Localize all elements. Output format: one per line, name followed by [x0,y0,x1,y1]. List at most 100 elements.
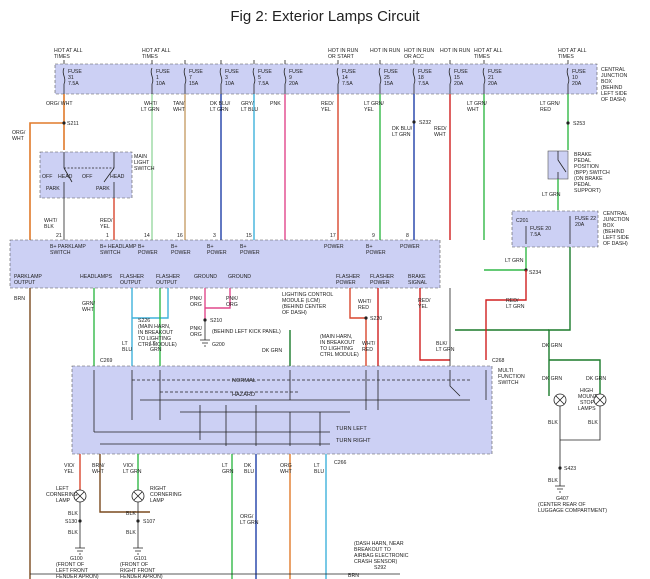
svg-text:BLK: BLK [126,530,136,536]
fuse-number: 10 [572,75,578,81]
svg-text:C266: C266 [334,460,347,466]
lcm-input-label: B+ [207,244,214,250]
svg-text:ORG/: ORG/ [240,514,254,520]
multi-function-switch-label: MULTI FUNCTION SWITCH [498,368,525,386]
fuse-rating: 20A [454,81,464,87]
svg-text:GRN: GRN [222,469,234,475]
svg-text:LEFT SIDE: LEFT SIDE [603,235,630,241]
svg-text:BREAKOUT TO: BREAKOUT TO [354,547,391,553]
fuse-20: FUSE 20 7.5A [525,226,551,244]
fuse-label: FUSE [488,69,502,75]
fuse-rating: 20A [289,81,299,87]
svg-text:C269: C269 [100,358,113,364]
svg-text:LT GRN: LT GRN [506,304,525,310]
fuse-rating: 10A [156,81,166,87]
svg-text:TAN/: TAN/ [173,101,185,107]
right-cornering-lamp: RIGHT CORNERING LAMP [131,486,182,504]
fuse-label: FUSE [384,69,398,75]
svg-text:BLK: BLK [44,224,54,230]
lcm-output-label: BRAKE [408,274,426,280]
svg-text:7.5A: 7.5A [530,232,541,238]
wire-org-wht: ORG/ WHT ORG/ WHT S211 [12,94,79,240]
svg-text:WHT/: WHT/ [44,218,58,224]
lcm-input-label: B+ [366,244,373,250]
svg-text:(BPP) SWITCH: (BPP) SWITCH [574,170,610,176]
svg-text:BLK: BLK [126,511,136,517]
svg-text:LT GRN: LT GRN [542,192,561,198]
svg-text:LT GRN: LT GRN [436,347,455,353]
svg-text:BLK: BLK [68,530,78,536]
svg-text:BLK: BLK [588,420,598,426]
fuse-hot-label: HOT AT ALL [558,48,587,54]
fuse-number: 14 [342,75,348,81]
svg-text:OF DASH): OF DASH) [282,310,307,316]
svg-text:RED: RED [362,347,373,353]
svg-text:MAIN: MAIN [134,154,147,160]
lcm-pin: 3 [213,233,216,239]
g407-ground-label: G407 (CENTER REAR OF LUGGAGE COMPARTMENT… [538,496,607,514]
fuse-hot-label: TIMES [142,54,158,60]
fuse-rating: 20A [572,81,582,87]
svg-text:DK GRN: DK GRN [586,376,606,382]
svg-text:PEDAL: PEDAL [574,158,591,164]
svg-text:TO LIGHTING: TO LIGHTING [320,346,353,352]
fuse-number: 3 [225,75,228,81]
svg-text:LT: LT [314,463,320,469]
svg-text:IN BREAKOUT: IN BREAKOUT [320,340,356,346]
svg-text:S234: S234 [529,270,541,276]
svg-text:20A: 20A [575,222,585,228]
svg-text:ORG: ORG [190,302,202,308]
multi-function-switch [71,365,493,455]
lcm-input-label: B+ HEADLAMP [100,244,137,250]
mfs-hazard-label: HAZARD [232,392,255,398]
main-light-switch [39,151,133,199]
svg-text:WHT: WHT [434,132,447,138]
svg-text:BLU: BLU [244,469,254,475]
fuse-hot-label: HOT IN RUN [328,48,358,54]
fuse-label: FUSE [454,69,468,75]
svg-text:PARK: PARK [96,186,110,192]
fuse-hot-label: TIMES [54,54,70,60]
svg-text:DK GRN: DK GRN [542,376,562,382]
svg-text:PNK/: PNK/ [226,296,239,302]
svg-text:STOP: STOP [580,400,595,406]
svg-text:CENTRAL: CENTRAL [601,67,625,73]
fuse-number: 31 [68,75,74,81]
svg-text:S232: S232 [419,120,431,126]
svg-text:PEDAL: PEDAL [574,182,591,188]
lcm-input-label: B+ [240,244,247,250]
lcm-output-label: OUTPUT [156,280,178,286]
lcm-output-label: OUTPUT [120,280,142,286]
lcm-input-label: POWER [400,244,420,250]
fuse-number: 5 [258,75,261,81]
svg-text:CRASH SENSOR): CRASH SENSOR) [354,559,398,565]
fuse-hot-label: HOT AT ALL [142,48,171,54]
lcm-input-label: POWER [207,250,227,256]
svg-text:WHT: WHT [82,307,95,313]
svg-text:LT GRN/: LT GRN/ [467,101,488,107]
fuse-number: 25 [384,75,390,81]
svg-text:CENTRAL: CENTRAL [603,211,627,217]
svg-text:G100: G100 [70,556,83,562]
svg-text:(FRONT OF: (FRONT OF [56,562,84,568]
central-junction-box [54,63,598,95]
lcm-input-label: SWITCH [100,250,121,256]
svg-text:HEAD: HEAD [110,174,125,180]
fuse-hot-label: TIMES [558,54,574,60]
lcm-output-label: POWER [336,280,356,286]
svg-text:G200: G200 [212,342,225,348]
svg-text:LT GRN/: LT GRN/ [364,101,385,107]
svg-text:LAMPS: LAMPS [578,406,596,412]
svg-text:BLK/: BLK/ [436,341,448,347]
central-junction-box-label: CENTRAL JUNCTION BOX (BEHIND LEFT SIDE O… [601,67,628,103]
bpp-switch-label: BRAKE PEDAL POSITION (BPP) SWITCH (ON BR… [574,152,610,194]
lcm-output-label: SIGNAL [408,280,427,286]
fuse-22: FUSE 22 20A [569,216,596,244]
svg-text:BOX: BOX [603,223,614,229]
svg-text:ORG/: ORG/ [12,130,26,136]
high-mount-stop-lamps: HIGH MOUNT STOP LAMPS [553,388,607,412]
svg-text:RED/: RED/ [434,126,447,132]
